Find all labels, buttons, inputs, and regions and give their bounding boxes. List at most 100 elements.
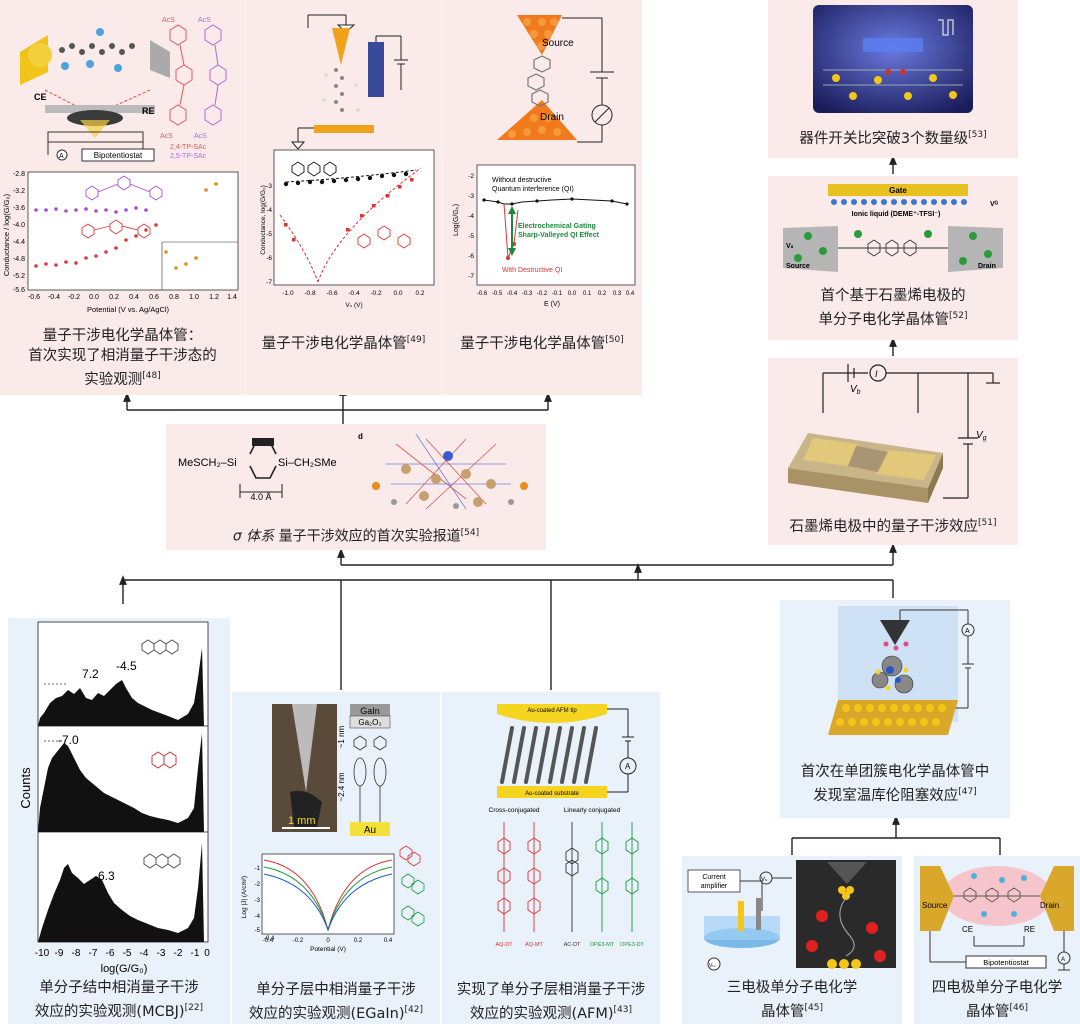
svg-text:Current: Current — [702, 874, 725, 881]
svg-text:Sharp-Valleyed QI Effect: Sharp-Valleyed QI Effect — [518, 232, 600, 239]
svg-text:0.3: 0.3 — [613, 291, 622, 297]
svg-text:1.4: 1.4 — [227, 294, 237, 301]
svg-text:0.2: 0.2 — [354, 938, 363, 944]
svg-text:-4.0: -4.0 — [13, 222, 25, 229]
svg-text:0.0: 0.0 — [393, 290, 402, 297]
ga2o3-label: Ga₂O₃ — [358, 718, 381, 727]
peak-label-2: -4.5 — [116, 659, 137, 673]
svg-text:0.0: 0.0 — [89, 294, 99, 301]
cross-conjugated-label: Cross-conjugated — [489, 807, 540, 814]
svg-text:-0.1: -0.1 — [552, 291, 563, 297]
panel-cluster-47: A 首次在单团簇电化学晶体管中 发现室温库伦阻塞效应[47] — [780, 600, 1010, 818]
svg-text:-0.2: -0.2 — [293, 938, 304, 944]
caption-22: 单分子结中相消量子干涉 效应的实验观测(MCBJ)[22] — [34, 980, 204, 1020]
svg-text:-0.2: -0.2 — [537, 291, 548, 297]
svg-text:RE: RE — [1024, 925, 1035, 934]
svg-text:CE: CE — [962, 925, 973, 934]
svg-text:Bipotentiostat: Bipotentiostat — [983, 958, 1029, 967]
conductance-vs-potential-chart: Conductance / log(G/G₀) -2.8 -3.2 -3.6 -… — [2, 171, 239, 314]
svg-text:AC-DT: AC-DT — [564, 942, 581, 948]
panel-graphene-transistor-52: Gate Ionic liquid (DEME⁺-TFSI⁻) Vₛ Sourc… — [768, 176, 1018, 340]
ionic-liquid-label: Ionic liquid (DEME⁺-TFSI⁻) — [852, 210, 941, 218]
svg-text:OPE3-DT: OPE3-DT — [620, 942, 644, 948]
log-conductance-vs-e-chart: Log(G/G₀) -2 -3 -4 -5 -6 -7 -0.6 -0.5 -0… — [453, 164, 636, 308]
svg-text:-0.2: -0.2 — [370, 290, 382, 297]
panel-sigma-qi-54: MeSCH₂–Si Si–CH₂SMe 4.0 Å d σ 体系 量子干涉效应的… — [166, 424, 546, 550]
peak-label-4: -6.3 — [94, 869, 115, 883]
source-label: Source — [542, 38, 574, 49]
svg-text:~1 nm: ~1 nm — [337, 725, 346, 748]
svg-text:AQ-MT: AQ-MT — [525, 942, 543, 948]
svg-text:~2.4 nm: ~2.4 nm — [337, 772, 346, 801]
panel-graphene-qi-51: I Vb Vg 石墨烯电极中的量子干涉效应[51] — [768, 358, 1018, 545]
chart-xlabel: log(G/G₀) — [101, 963, 148, 975]
figure-graphene-device — [813, 5, 973, 113]
panel-afm-43: Au-coated AFM tip Au-coated substrate A … — [442, 692, 660, 1024]
distance-label: 4.0 Å — [250, 492, 271, 502]
caption-49: 量子干涉电化学晶体管[49] — [261, 335, 426, 352]
svg-text:-0.4: -0.4 — [507, 291, 518, 297]
jv-chart: Log |J| (A/cm²) -1 -2 -3 -4 -5 -0.4 -0.2… — [241, 845, 425, 953]
svg-text:-3.2: -3.2 — [13, 188, 25, 195]
svg-text:amplifier: amplifier — [701, 883, 728, 890]
peak-label-1: 7.2 — [82, 667, 99, 681]
svg-text:-0.4: -0.4 — [348, 290, 360, 297]
figure-ionic-liquid-gate: Gate Ionic liquid (DEME⁺-TFSI⁻) Vₛ Sourc… — [783, 184, 1003, 272]
figure-afm: Au-coated AFM tip Au-coated substrate A … — [489, 704, 645, 948]
caption-51: 石墨烯电极中的量子干涉效应[51] — [789, 518, 997, 535]
svg-text:0.2: 0.2 — [598, 291, 607, 297]
gain-label: GaIn — [360, 706, 380, 716]
svg-text:Quantum interference (QI): Quantum interference (QI) — [492, 186, 574, 193]
svg-text:-6: -6 — [468, 253, 474, 260]
panel-three-electrode-45: Current amplifier Vₛ Vₜₛ 三电极单分子电化学 晶体管[4… — [682, 856, 902, 1024]
svg-text:-0.3: -0.3 — [522, 291, 533, 297]
figure-four-electrode: Source Drain CE RE A Bipotentiostat — [920, 866, 1074, 971]
svg-text:-4: -4 — [266, 207, 272, 214]
svg-text:A: A — [1061, 957, 1065, 963]
chart-ylabel: Counts — [18, 767, 33, 809]
svg-text:-1: -1 — [191, 948, 200, 959]
caption-46: 四电极单分子电化学 晶体管[46] — [931, 980, 1063, 1020]
svg-text:-0.5: -0.5 — [492, 291, 503, 297]
figure-bipotentiostat-setup: CE RE A Bipotentiostat AcS AcS AcS AcS 2… — [2, 17, 239, 314]
bipotentiostat-label: Bipotentiostat — [94, 151, 143, 160]
vb-label: Vb — [850, 384, 861, 396]
ce-label: CE — [34, 92, 47, 102]
chart-ylabel: Conductance / log(G/G₀) — [2, 193, 11, 276]
svg-text:A: A — [965, 628, 970, 635]
svg-text:-6: -6 — [266, 255, 272, 262]
svg-text:AcS: AcS — [198, 17, 211, 24]
svg-text:AcS: AcS — [194, 133, 207, 140]
svg-text:-0.4: -0.4 — [264, 936, 275, 942]
caption-42: 单分子层中相消量子干涉 效应的实验观测(EGaIn)[42] — [248, 982, 424, 1022]
svg-text:0.0: 0.0 — [568, 291, 577, 297]
conductance-vs-vs-chart: Conductance, log(G/G₀) -3 -4 -5 -6 -7 -1… — [260, 149, 435, 309]
caption-52: 首个基于石墨烯电极的 单分子电化学晶体管[52] — [818, 288, 968, 328]
svg-text:-7: -7 — [468, 273, 474, 280]
svg-text:-4: -4 — [255, 914, 261, 920]
svg-text:Drain: Drain — [1040, 901, 1059, 910]
drain-label: Drain — [978, 263, 996, 270]
svg-text:-5.2: -5.2 — [13, 273, 25, 280]
mol-label-24: 2,4-TP-SAc — [170, 144, 207, 151]
chart-ylabel: Conductance, log(G/G₀) — [260, 185, 267, 255]
svg-text:-1: -1 — [255, 866, 261, 872]
svg-text:With Destructive QI: With Destructive QI — [502, 267, 562, 274]
svg-text:0: 0 — [204, 948, 210, 959]
svg-text:-9: -9 — [55, 948, 64, 959]
svg-text:AcS: AcS — [160, 133, 173, 140]
vg-label: Vg — [976, 430, 987, 442]
svg-text:Electrochemical Gating: Electrochemical Gating — [518, 223, 596, 230]
figure-sigma-molecule: MeSCH₂–Si Si–CH₂SMe 4.0 Å d — [178, 432, 528, 510]
source-label: Source — [786, 263, 810, 270]
mcbj-histogram-chart: 7.2 -4.5 -7.0 -6.3 Counts -10 -9 -8 -7 -… — [18, 621, 210, 975]
svg-text:1.2: 1.2 — [209, 294, 219, 301]
svg-text:AcS: AcS — [162, 17, 175, 24]
figure-cluster: A — [828, 606, 975, 735]
svg-text:-3: -3 — [157, 948, 166, 959]
svg-text:-7: -7 — [89, 948, 98, 959]
svg-text:0.2: 0.2 — [109, 294, 119, 301]
svg-text:-0.6: -0.6 — [477, 291, 488, 297]
svg-text:-0.2: -0.2 — [68, 294, 80, 301]
svg-text:-10: -10 — [35, 948, 50, 959]
